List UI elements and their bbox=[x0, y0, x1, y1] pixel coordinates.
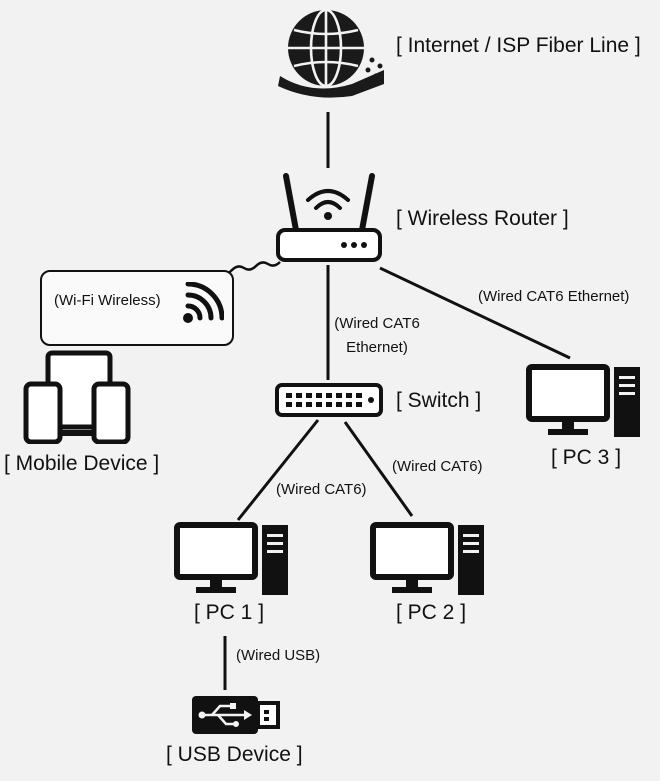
link-router-wifi-wave bbox=[221, 261, 281, 276]
pc1-usb-link-label: (Wired USB) bbox=[236, 647, 321, 664]
mobile-label: [ Mobile Device ] bbox=[4, 452, 160, 475]
desktop-pc-icon bbox=[526, 364, 640, 437]
pc3-node bbox=[526, 364, 644, 445]
switch-pc2-link-label: (Wired CAT6) bbox=[392, 458, 483, 475]
pc2-node bbox=[370, 522, 488, 603]
desktop-pc-icon bbox=[370, 522, 484, 595]
usb-node bbox=[190, 694, 282, 741]
router-switch-link-label: (Wired CAT6 Ethernet) bbox=[334, 312, 420, 360]
switch-label: [ Switch ] bbox=[396, 389, 482, 412]
switch-pc1-link-label: (Wired CAT6) bbox=[276, 481, 367, 498]
pc1-node bbox=[174, 522, 292, 603]
mobile-node bbox=[22, 350, 134, 449]
router-label: [ Wireless Router ] bbox=[396, 207, 569, 230]
router-node bbox=[274, 172, 384, 269]
internet-label: [ Internet / ISP Fiber Line ] bbox=[396, 34, 641, 57]
wireless-router-icon bbox=[276, 173, 382, 262]
link-router-pc3 bbox=[379, 266, 571, 360]
switch-node bbox=[274, 382, 384, 425]
globe-fiber-icon bbox=[278, 8, 384, 98]
internet-node bbox=[272, 4, 387, 105]
usb-label: [ USB Device ] bbox=[166, 743, 303, 766]
usb-drive-icon bbox=[192, 696, 280, 734]
network-switch-icon bbox=[275, 383, 383, 417]
router-switch-link-line1: (Wired CAT6 bbox=[334, 315, 420, 332]
router-pc3-link-label: (Wired CAT6 Ethernet) bbox=[478, 288, 630, 305]
pc1-label: [ PC 1 ] bbox=[194, 601, 265, 624]
pc2-label: [ PC 2 ] bbox=[396, 601, 467, 624]
mobile-devices-icon bbox=[23, 350, 131, 445]
router-switch-link-line2: Ethernet) bbox=[346, 339, 408, 356]
pc3-label: [ PC 3 ] bbox=[551, 446, 622, 469]
link-switch-pc1 bbox=[236, 419, 320, 521]
desktop-pc-icon bbox=[174, 522, 288, 595]
wifi-link-box bbox=[40, 270, 234, 346]
wifi-link-label: (Wi-Fi Wireless) bbox=[54, 292, 161, 309]
wifi-signal-icon bbox=[183, 282, 224, 323]
link-switch-pc2 bbox=[343, 421, 414, 517]
